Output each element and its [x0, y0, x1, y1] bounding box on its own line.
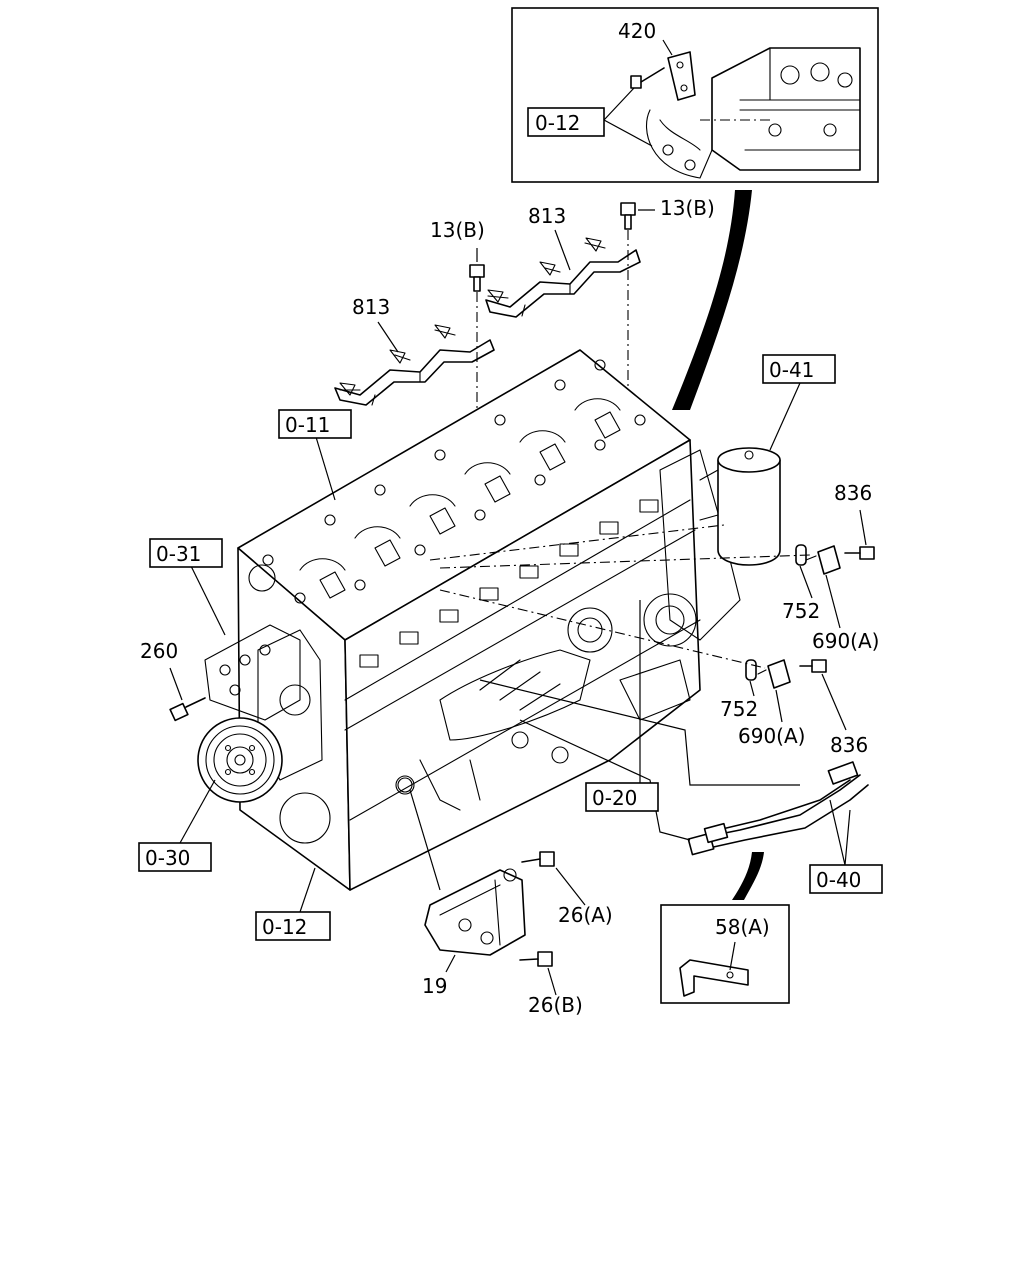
label-0-40: 0-40 [816, 868, 861, 892]
leader-19 [445, 954, 456, 973]
bolt-836-lower-icon [799, 659, 827, 673]
oil-filter-canister [699, 447, 781, 566]
leader-690a-lower [775, 689, 783, 723]
label-0-30: 0-30 [145, 846, 190, 870]
crank-pulley [197, 717, 283, 803]
label-13b-left: 13(B) [430, 218, 485, 242]
label-690a-lower: 690(A) [738, 724, 805, 748]
leader-pipe-upper [479, 679, 800, 786]
leader-19-mount [409, 789, 441, 891]
leader-690a-upper [825, 574, 841, 629]
label-26a: 26(A) [558, 903, 613, 927]
sensor-690a-upper-icon [805, 545, 841, 575]
leader-0-41 [769, 382, 801, 451]
harness-813-left [334, 324, 495, 406]
ref-box-0-41 [762, 354, 836, 384]
leader-0-30 [179, 779, 216, 844]
mount-bracket-19 [424, 868, 526, 956]
bolt-836-upper-icon [844, 546, 875, 560]
inset-58a-bracket [660, 904, 790, 1004]
leader-420 [662, 39, 673, 56]
callout-arrow [672, 190, 752, 410]
label-690a-upper: 690(A) [812, 629, 879, 653]
label-19: 19 [422, 974, 447, 998]
leader-0-40 [829, 799, 851, 866]
sensor-690a-lower-icon [757, 659, 791, 689]
bolt-13b-right-icon [620, 202, 636, 230]
inset-cylinder-head-detail: 420 0-12 [511, 7, 879, 183]
leader-752-lower [749, 680, 755, 697]
ref-box-0-31 [149, 538, 223, 568]
bolt-icon [630, 67, 665, 89]
leader-0-11 [315, 436, 336, 501]
bolt-26b-icon [519, 951, 553, 967]
ref-box-0-12-top [527, 107, 605, 137]
leader-0-12-bottom [299, 867, 316, 913]
label-260: 260 [140, 639, 178, 663]
label-0-12-top: 0-12 [535, 111, 580, 135]
bolt-26a-icon [521, 851, 555, 867]
label-836-lower: 836 [830, 733, 868, 757]
bracket-420 [667, 51, 696, 101]
inset-cylinder-head-drawing [646, 47, 861, 179]
label-836-upper: 836 [834, 481, 872, 505]
engine-block-drawing [237, 349, 741, 891]
label-0-12-bottom: 0-12 [262, 915, 307, 939]
label-0-31: 0-31 [156, 542, 201, 566]
label-752-upper: 752 [782, 599, 820, 623]
label-0-20: 0-20 [592, 786, 637, 810]
leader-26a [555, 867, 586, 906]
bracket-58a [679, 959, 749, 997]
centerline-sensor-upper [429, 524, 811, 569]
ref-box-0-11 [278, 409, 352, 439]
oring-752-lower [745, 659, 757, 681]
label-813-left: 813 [352, 295, 390, 319]
leader-752-upper [799, 565, 813, 599]
leader-260 [169, 667, 183, 701]
leader-836-upper [859, 509, 867, 546]
label-26b: 26(B) [528, 993, 583, 1017]
label-58a: 58(A) [715, 915, 770, 939]
front-cover [204, 624, 301, 721]
leader-813-right [554, 229, 571, 271]
leader-836-lower [821, 673, 847, 731]
oil-pipe-assembly [687, 761, 869, 856]
label-0-41: 0-41 [769, 358, 814, 382]
ref-box-0-40 [809, 864, 883, 894]
sensor-260-icon [169, 697, 206, 722]
label-752-lower: 752 [720, 697, 758, 721]
callout-arrow-58a [732, 852, 764, 900]
label-0-11: 0-11 [285, 413, 330, 437]
ref-box-0-30 [138, 842, 212, 872]
leader-26b [547, 967, 557, 996]
harness-813-right [485, 237, 641, 318]
leader-0-31 [190, 565, 226, 636]
centerline-sensor-lower [439, 589, 766, 669]
label-813-right: 813 [528, 204, 566, 228]
label-13b-right: 13(B) [660, 196, 715, 220]
ref-box-0-20 [585, 782, 659, 812]
ref-box-0-12-bottom [255, 911, 331, 941]
label-420: 420 [618, 19, 656, 43]
leader-813-left [377, 321, 399, 353]
leader-0-12-top [603, 87, 653, 147]
bolt-13b-left-icon [469, 264, 485, 292]
